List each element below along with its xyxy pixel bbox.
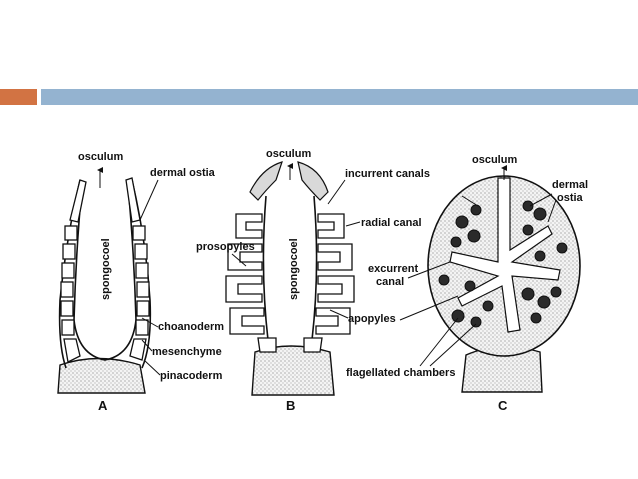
panel-a-letter: A [98, 398, 108, 413]
panel-c: osculum dermal ostia excurrent canal fla… [346, 154, 588, 413]
panel-a: osculum dermal ostia spongocoel choanode… [57, 151, 224, 413]
panel-c-ostia-label: ostia [557, 192, 584, 204]
panel-a-pinacoderm-leader [143, 359, 161, 376]
panel-c-dermal-ostia-leader-1 [529, 193, 553, 207]
panel-b-right-lip [297, 161, 329, 201]
panel-a-inner-wall [73, 185, 137, 361]
panel-c-flagellated-leader-1 [419, 317, 459, 367]
panel-c-dermal-ostia-leader-2 [547, 199, 557, 223]
panel-b-prosopyles-label: prosopyles [196, 241, 255, 253]
panel-b-lower-right-block [303, 337, 323, 353]
panel-b-base [251, 345, 335, 396]
panel-c-apopyles-leader [399, 295, 459, 321]
panel-b-apopyles-label: apopyles [348, 313, 396, 325]
panel-c-osculum-label: osculum [472, 154, 517, 166]
panel-b-lower-left-block [257, 337, 277, 353]
panel-c-flagellated-leader-2 [429, 323, 477, 367]
panel-b-spongocoel-label: spongocoel [288, 238, 300, 300]
panel-c-letter: C [498, 398, 508, 413]
panel-b-radial-canal-label: radial canal [361, 217, 422, 229]
panel-a-pinacoderm-label: pinacoderm [160, 370, 223, 382]
panel-c-flagellated-chambers-label: flagellated chambers [346, 367, 455, 379]
panel-a-spongocoel-label: spongocoel [100, 238, 112, 300]
panel-b: osculum prosopyles spongocoel incurrent … [196, 148, 430, 413]
panel-a-mesenchyme-label: mesenchyme [152, 346, 222, 358]
accent-bar [0, 89, 37, 105]
panel-a-base [57, 357, 146, 394]
panel-b-incurrent-canals-label: incurrent canals [345, 168, 430, 180]
panel-a-osculum-label: osculum [78, 151, 123, 163]
panel-b-osculum-label: osculum [266, 148, 311, 160]
title-bar [41, 89, 638, 105]
panel-b-apopyles-leader [329, 309, 349, 319]
panel-b-radial-canal-leader [345, 221, 361, 227]
panel-b-left-radial-canals [225, 213, 265, 335]
panel-c-excurrent-leader [407, 261, 451, 279]
panel-a-dermal-ostia-label: dermal ostia [150, 167, 216, 179]
panel-a-left-wall-cells [60, 179, 87, 363]
panel-a-choanoderm-leader [141, 317, 159, 328]
panel-a-dermal-ostia-leader [139, 179, 159, 221]
panel-b-prosopyles-leader [231, 253, 247, 267]
panel-c-excurrent-label: excurrent [368, 263, 418, 275]
panel-b-letter: B [286, 398, 295, 413]
panel-a-mesenchyme-leader [141, 339, 153, 352]
panel-b-left-lip [249, 161, 283, 201]
panel-c-dermal-label: dermal [552, 179, 588, 191]
panel-a-choanoderm-label: choanoderm [158, 321, 224, 333]
panel-c-incurrent-leader [461, 195, 479, 207]
panel-a-right-wall-cells [125, 177, 150, 361]
panel-b-right-radial-canals [315, 213, 355, 335]
panel-c-canal-label: canal [376, 276, 404, 288]
panel-b-spongocoel-outline [262, 195, 318, 341]
panel-b-incurrent-canals-leader [327, 179, 346, 205]
panel-c-flagellated-chambers [438, 200, 568, 328]
